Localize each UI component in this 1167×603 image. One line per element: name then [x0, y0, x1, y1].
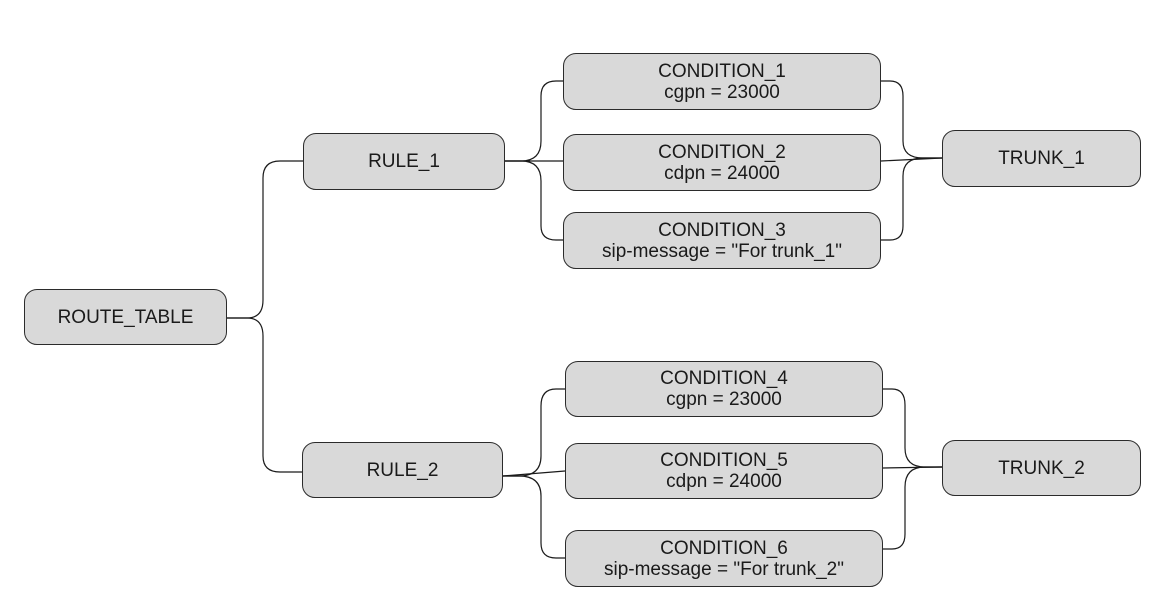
condition-3-name: CONDITION_3 [658, 219, 786, 241]
route-table-label: ROUTE_TABLE [57, 306, 194, 328]
rule-1-label: RULE_1 [368, 151, 440, 172]
condition-2-node: CONDITION_2 cdpn = 24000 [563, 134, 881, 191]
condition-3-expression: sip-message = "For trunk_1" [601, 240, 842, 262]
trunk-1-label: TRUNK_1 [998, 148, 1085, 169]
condition-6-node: CONDITION_6 sip-message = "For trunk_2" [565, 530, 883, 587]
condition-5-expression: cdpn = 24000 [666, 471, 782, 492]
condition-2-expression: cdpn = 24000 [664, 162, 780, 184]
trunk-2-label: TRUNK_2 [998, 457, 1085, 479]
edge-condition-1-trunk-1 [881, 80, 942, 159]
edge-root-rule-2 [227, 317, 302, 473]
rule-2-node: RULE_2 [302, 442, 503, 498]
edge-condition-6-trunk-2 [883, 466, 942, 550]
condition-1-name: CONDITION_1 [658, 60, 786, 82]
edge-rule-2-condition-5 [502, 470, 566, 477]
edge-rule-1-condition-1 [505, 80, 563, 162]
edge-rule-1-condition-3 [505, 160, 563, 241]
condition-5-name: CONDITION_5 [660, 450, 788, 471]
condition-4-expression: cgpn = 23000 [666, 389, 782, 410]
edge-rule-2-condition-4 [503, 388, 565, 477]
condition-3-node: CONDITION_3 sip-message = "For trunk_1" [563, 212, 881, 269]
condition-5-node: CONDITION_5 cdpn = 24000 [565, 443, 883, 499]
edge-root-rule-1 [227, 160, 303, 319]
edge-rule-2-condition-6 [503, 475, 565, 559]
rule-2-label: RULE_2 [366, 459, 439, 481]
condition-1-node: CONDITION_1 cgpn = 23000 [563, 53, 881, 110]
condition-1-expression: cgpn = 23000 [664, 81, 780, 103]
condition-2-name: CONDITION_2 [658, 141, 786, 163]
rule-1-node: RULE_1 [303, 133, 505, 190]
condition-6-expression: sip-message = "For trunk_2" [603, 558, 844, 580]
edge-condition-4-trunk-2 [883, 388, 942, 468]
route-table-node: ROUTE_TABLE [24, 289, 227, 345]
condition-4-node: CONDITION_4 cgpn = 23000 [565, 361, 883, 417]
edge-condition-3-trunk-1 [881, 157, 942, 241]
condition-4-name: CONDITION_4 [660, 368, 788, 389]
trunk-1-node: TRUNK_1 [942, 130, 1141, 187]
condition-6-name: CONDITION_6 [660, 537, 788, 559]
trunk-2-node: TRUNK_2 [942, 440, 1141, 496]
